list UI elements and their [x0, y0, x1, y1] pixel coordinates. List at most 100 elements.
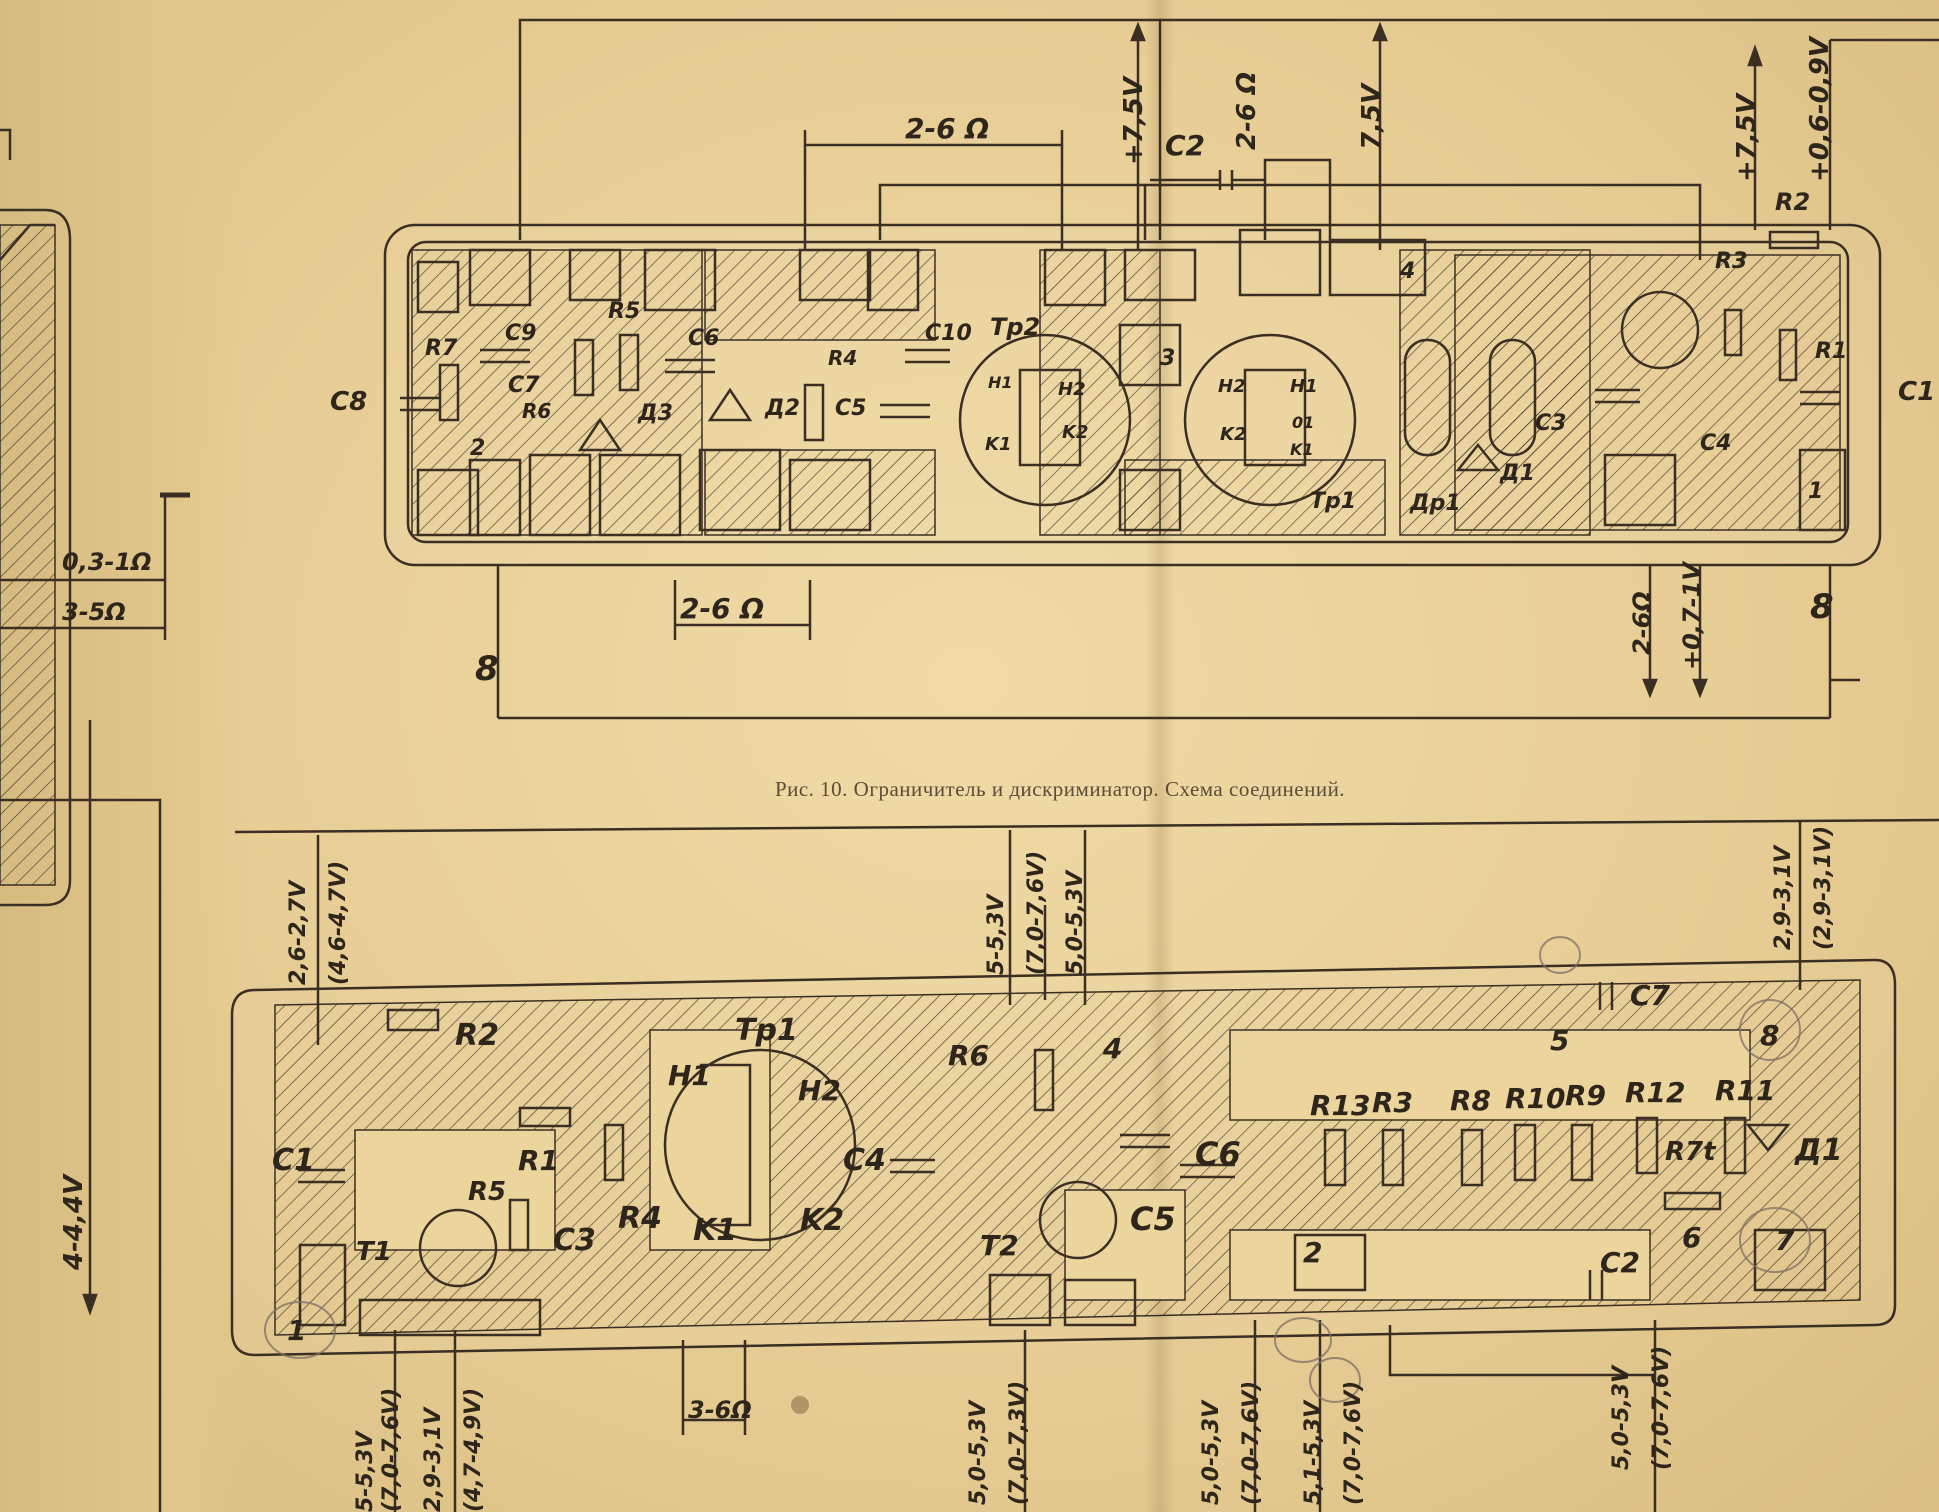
left-partial-board: [0, 128, 190, 1512]
label-c7: C7: [508, 373, 540, 398]
b-v-bot-2-9-3-1: 2,9-3,1V: [421, 1406, 446, 1512]
coil-h1-left: H1: [988, 373, 1013, 392]
label-d3: Д3: [637, 401, 673, 426]
pin-3: 3: [1160, 346, 1175, 371]
label-tp1: Tp1: [1310, 489, 1356, 514]
coil-k1-right: K1: [1290, 440, 1314, 459]
b-label-r6: R6: [948, 1039, 989, 1072]
label-c5: C5: [835, 396, 866, 421]
b-label-tp1: Tp1: [735, 1013, 798, 1048]
b-label-c3: C3: [553, 1223, 596, 1258]
label-r4: R4: [828, 346, 857, 370]
b-v-top-5-5-3: 5-5,3V: [984, 893, 1009, 975]
b-v-bot-7-0-7-6: (7,0-7,6V): [379, 1388, 404, 1512]
label-c8: C8: [330, 387, 367, 417]
pencil-marks: [264, 936, 1811, 1403]
bottom-board-labels: R2 Tp1 H1 H2 R1 C1 R5 C3 R4 K1 K2 C4 T1 …: [272, 826, 1843, 1512]
label-c10: C10: [925, 321, 972, 346]
b-v-bot-5-0-5-3-b: 5,0-5,3V: [1199, 1399, 1224, 1505]
b-v-top-2-9-3-1-paren: (2,9-3,1V): [1811, 826, 1836, 950]
label-c6: C6: [688, 326, 719, 351]
voltage-plus-7-5-b: +7,5V: [1732, 92, 1762, 182]
b-v-top-7-0-7-6: (7,0-7,6V): [1024, 851, 1049, 975]
b-v-top-5-0-5-3: 5,0-5,3V: [1063, 869, 1088, 975]
b-label-r5: R5: [468, 1177, 506, 1207]
b-label-r2: R2: [455, 1018, 499, 1053]
paper-stain: [791, 1396, 809, 1414]
label-d1: Д1: [1499, 461, 1535, 486]
b-label-r13: R13: [1310, 1089, 1371, 1122]
b-label-c4: C4: [843, 1143, 886, 1178]
b-label-t1: T1: [356, 1237, 392, 1267]
b-label-k2: K2: [800, 1203, 844, 1238]
b-v-bot-7-0-7-6-b: (7,0-7,6V): [1239, 1381, 1264, 1505]
b-label-c6: C6: [1195, 1135, 1241, 1173]
top-board-labels: R7 C9 C7 R6 R5 Д3 C6 Д2 R4 C5 C10 Тр2 C2…: [330, 35, 1935, 689]
left-3-5-ohm: 3-5Ω: [62, 598, 126, 626]
b-pin-2: 2: [1303, 1236, 1322, 1269]
b-v-bot-7-0-7-6-d: (7,0-7,6V): [1649, 1346, 1674, 1470]
left-board-labels: 0,3-1Ω 3-5Ω 4-4,4V: [59, 548, 152, 1271]
label-c3: C3: [1535, 411, 1566, 436]
coil-k1-left: K1: [985, 434, 1011, 455]
b-label-r8: R8: [1450, 1084, 1491, 1117]
label-dr1: Др1: [1409, 491, 1461, 516]
pin-1: 1: [1808, 479, 1823, 504]
b-v-top-4-6-4-7: (4,6-4,7V): [326, 861, 351, 985]
coil-01-right: 01: [1292, 413, 1314, 432]
label-r3: R3: [1715, 249, 1747, 274]
voltage-0-7-1: +0,7-1V: [1678, 560, 1706, 670]
voltage-0-6-0-9: +0,6-0,9V: [1805, 35, 1835, 182]
voltage-plus-7-5-a: +7,5V: [1119, 75, 1149, 165]
b-pin-8: 8: [1760, 1019, 1779, 1052]
b-label-d1: Д1: [1794, 1133, 1843, 1168]
b-label-h1: H1: [668, 1059, 711, 1092]
b-v-bot-7-0-7-6-c: (7,0-7,6V): [1341, 1381, 1366, 1505]
b-label-t2: T2: [980, 1229, 1019, 1262]
b-v-bot-7-0-7-3: (7,0-7,3V): [1006, 1381, 1031, 1505]
left-0-3-1-ohm: 0,3-1Ω: [62, 548, 152, 576]
b-label-c2: C2: [1600, 1246, 1640, 1279]
b-label-r10: R10: [1505, 1082, 1566, 1115]
b-label-c7: C7: [1630, 979, 1671, 1012]
b-pin-6: 6: [1682, 1221, 1701, 1254]
label-r1: R1: [1815, 339, 1847, 364]
b-v-bot-4-7-4-9: (4,7-4,9V): [461, 1388, 486, 1512]
dim-2-6-vertical: 2-6 Ω: [1232, 72, 1262, 150]
coil-k2-left: K2: [1062, 422, 1088, 443]
left-4-4-4-v: 4-4,4V: [59, 1173, 89, 1271]
dim-2-6-bottom: 2-6 Ω: [680, 592, 764, 625]
dim-2-6-right: 2-6Ω: [1628, 591, 1656, 655]
coil-k2-right: K2: [1220, 424, 1246, 445]
b-label-h2: H2: [798, 1074, 841, 1107]
b-v-bot-5-0-5-3-a: 5,0-5,3V: [966, 1399, 991, 1505]
label-c2: C2: [1165, 129, 1205, 162]
b-v-bot-5-5-3: 5-5,3V: [353, 1430, 378, 1512]
b-v-top-2-9-3-1: 2,9-3,1V: [1771, 844, 1796, 950]
marker-8-left: 8: [475, 649, 499, 689]
pin-4: 4: [1399, 259, 1415, 284]
label-r6: R6: [522, 399, 551, 423]
label-r7: R7: [425, 336, 458, 361]
b-label-r12: R12: [1625, 1076, 1686, 1109]
coil-h2-left: H2: [1058, 379, 1086, 400]
b-label-r11: R11: [1715, 1074, 1776, 1107]
b-label-r7t: R7t: [1665, 1137, 1717, 1167]
b-label-r4: R4: [618, 1201, 662, 1236]
voltage-7-5: 7,5V: [1357, 82, 1387, 150]
b-v-bot-5-0-5-3-c: 5,0-5,3V: [1609, 1364, 1634, 1470]
figure-caption: Рис. 10. Ограничитель и дискриминатор. С…: [774, 777, 1346, 801]
label-c1: C1: [1898, 377, 1935, 407]
label-r2: R2: [1775, 188, 1810, 216]
b-pin-7: 7: [1775, 1224, 1795, 1257]
coil-h2-right: H2: [1218, 376, 1246, 397]
dim-2-6-top: 2-6 Ω: [905, 112, 989, 145]
b-label-r1: R1: [518, 1144, 559, 1177]
label-d2: Д2: [764, 396, 800, 421]
top-board: [383, 18, 1939, 720]
pin-2: 2: [470, 436, 485, 461]
b-dim-3-6-ohm: 3-6Ω: [688, 1396, 752, 1424]
bottom-board: [230, 818, 1939, 1512]
b-label-k1: K1: [693, 1213, 737, 1248]
